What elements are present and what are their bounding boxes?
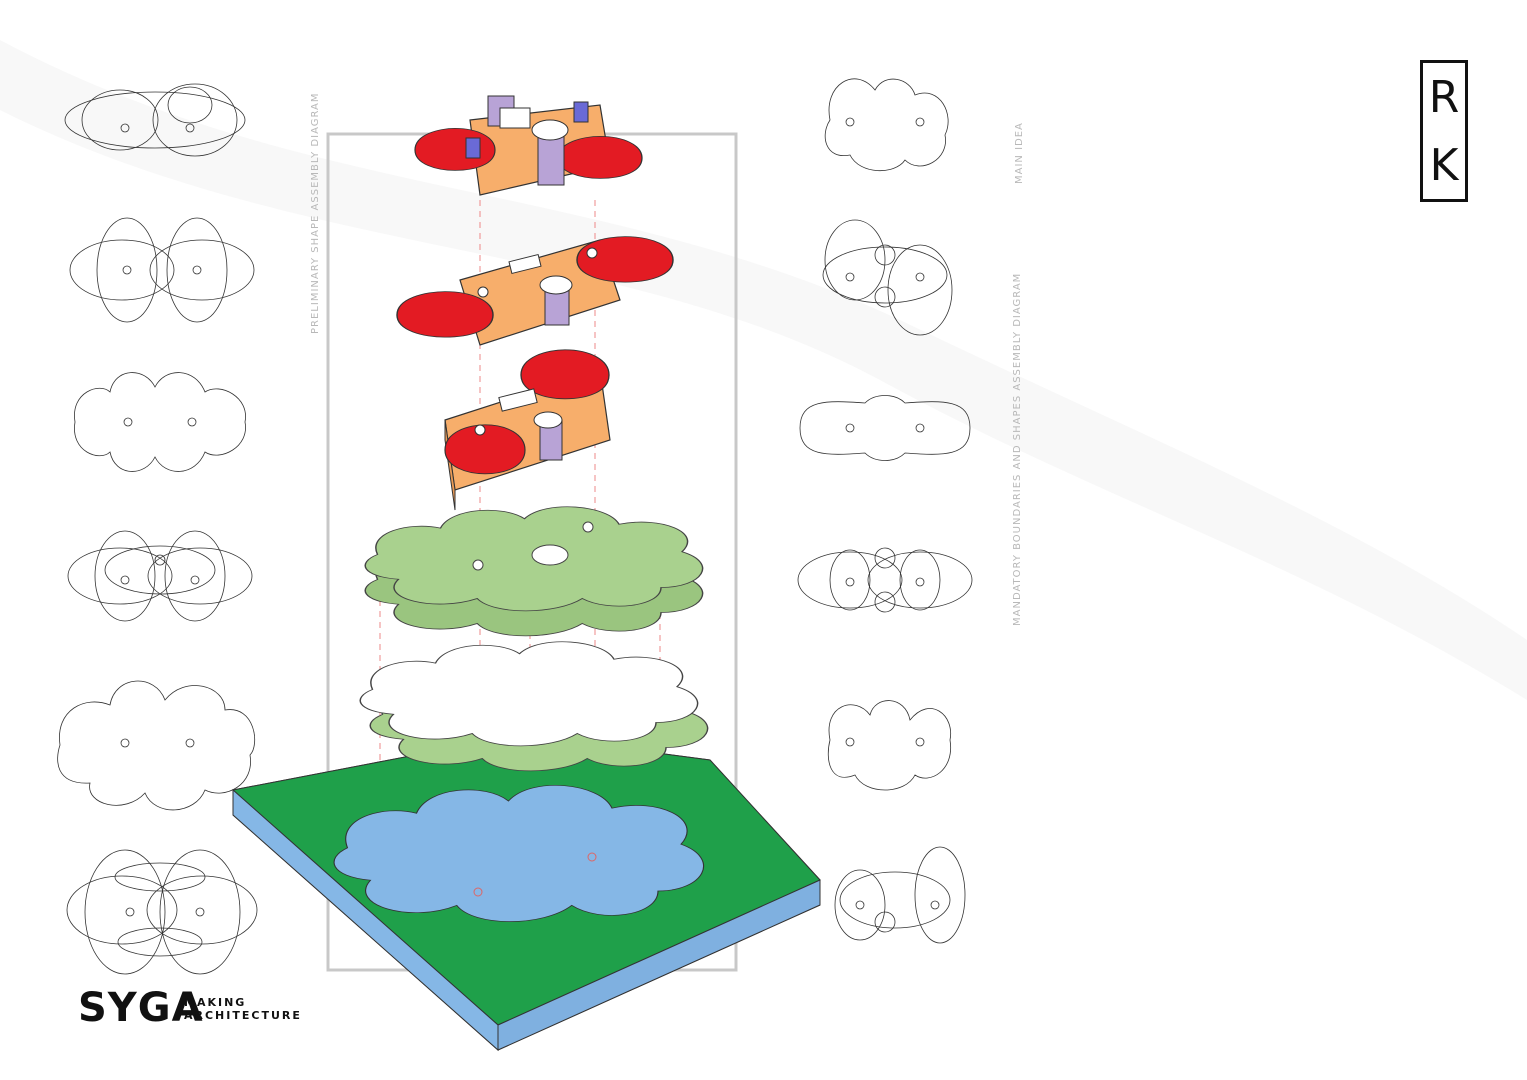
outline-shape-r4 [797, 547, 973, 613]
monogram-letter-r: R [1428, 71, 1460, 123]
logo-wordmark: SYGA [78, 985, 204, 1031]
base-slab [231, 734, 821, 1052]
main-idea-label: MAIN IDEA [1014, 122, 1025, 184]
outline-shape-r5 [827, 700, 952, 791]
left-section-label: PRELIMINARY SHAPE ASSEMBLY DIAGRAM [310, 92, 321, 335]
white-level [359, 641, 709, 772]
outline-shape-5 [57, 680, 256, 811]
outline-shape-2 [69, 217, 255, 323]
right-section-label: MANDATORY BOUNDARIES AND SHAPES ASSEMBLY… [1012, 272, 1023, 626]
logo-line-1: MAKING [184, 996, 247, 1009]
left-outline-shapes [57, 83, 258, 975]
right-outline-shapes [797, 78, 973, 944]
logo-line-2: ARCHITECTURE [184, 1009, 302, 1022]
level-1 [414, 95, 643, 196]
background-swoosh [0, 40, 1527, 700]
outline-shape-r2 [822, 219, 953, 336]
outline-shape-3 [74, 372, 246, 472]
outline-shape-4 [67, 530, 253, 622]
outline-shape-r6 [834, 846, 966, 944]
outline-shape-r1 [824, 78, 949, 172]
level-2 [396, 235, 674, 346]
outline-shape-r3 [799, 395, 971, 461]
level-3 [444, 349, 611, 511]
monogram-letter-k: K [1429, 139, 1459, 191]
outline-shape-1 [64, 83, 246, 157]
outline-shape-6 [66, 849, 258, 975]
monogram-badge: R K [1420, 60, 1468, 202]
